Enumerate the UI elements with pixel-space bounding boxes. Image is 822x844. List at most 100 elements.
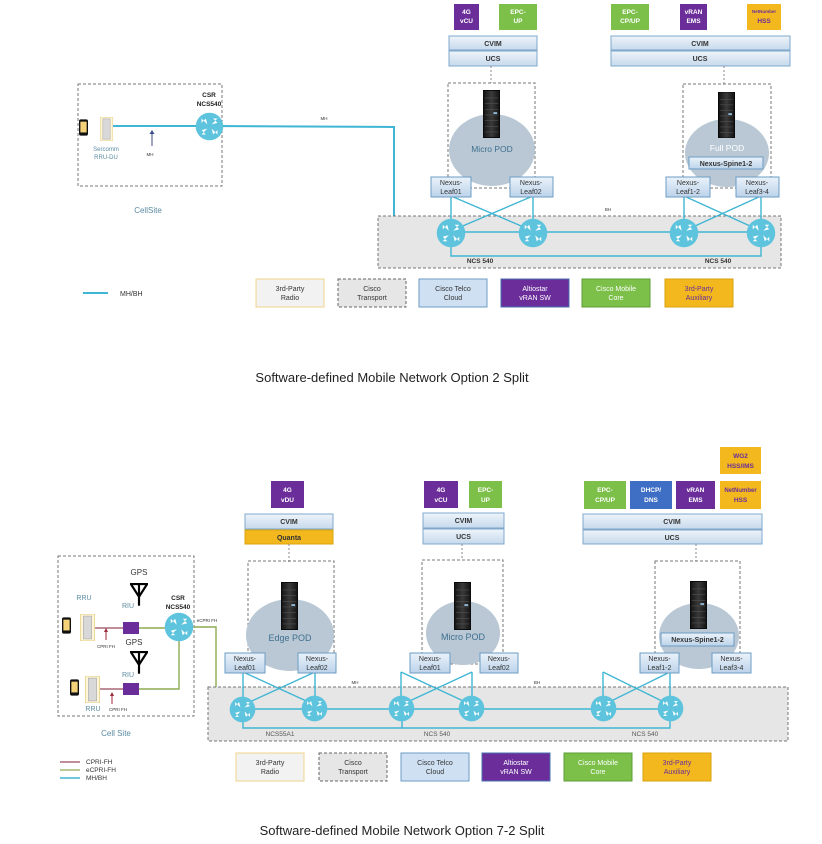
leaf-label: Leaf3-4	[745, 189, 769, 196]
leaf-box	[639, 652, 680, 674]
legend-box-label: Altiostar	[503, 760, 529, 767]
leaf-box	[297, 652, 337, 674]
legend-box-label: vRAN SW	[500, 769, 532, 776]
mh-arrowhead-icon	[149, 130, 155, 134]
full-pod-box	[682, 83, 772, 189]
legend-box-label: Radio	[261, 769, 279, 776]
cvim-layer	[582, 513, 763, 530]
leaf-label: Leaf1-2	[676, 189, 700, 196]
nexus-leaf	[665, 176, 711, 198]
nexus-leaf: Nexus- Leaf3-4	[711, 652, 752, 674]
app-label: vRAN	[687, 487, 705, 494]
ncs-label: NCS 540	[705, 258, 732, 265]
leaf-label: Leaf02	[488, 665, 510, 672]
gps-label: GPS	[131, 568, 148, 577]
leaf-label: Nexus-	[720, 656, 743, 663]
app-label: 4G	[437, 487, 446, 494]
diagram-option-2-split: CellSite Sercomm RRU-DU MH MH CSR NCS540…	[77, 4, 791, 385]
router-icon	[229, 696, 256, 723]
leaf-box	[711, 652, 752, 674]
ncs-label: NCS 540	[424, 731, 451, 738]
router-icon	[518, 218, 548, 248]
nexus-leaf: Nexus-Leaf1-2	[639, 652, 680, 674]
leaf-label: Nexus-	[677, 180, 700, 187]
ecpri-label: eCPRI FH	[197, 618, 218, 623]
leaf-box	[224, 652, 266, 674]
cell-site-box	[77, 83, 223, 187]
app-label: HSS	[757, 18, 771, 25]
cvim-label: CVIM	[455, 518, 473, 525]
legend-box-fill	[235, 752, 305, 782]
app-label: NetNumber	[724, 488, 757, 494]
rru-du-label-line2: RRU-DU	[94, 155, 118, 161]
leaf-label: Leaf01	[419, 665, 441, 672]
legend-box-purple: Altiostar vRAN SW	[481, 752, 551, 782]
riu-label: RIU	[122, 672, 134, 679]
leaf-label: Leaf01	[440, 189, 462, 196]
ucs-label: UCS	[486, 56, 501, 63]
legend-box-fill	[563, 752, 633, 782]
app-4g-vcu	[424, 481, 458, 508]
app-label: vDU	[281, 497, 294, 504]
diagram-title: Software-defined Mobile Network Option 7…	[260, 823, 545, 838]
riu-box	[123, 622, 139, 634]
rru-label: RRU	[85, 706, 100, 713]
legend-box-label: Cisco Telco	[417, 760, 453, 767]
nexus-spine	[660, 632, 735, 647]
legend-box-label: Core	[590, 769, 605, 776]
cvim-label: CVIM	[691, 41, 709, 48]
legend-box-label: Cloud	[426, 769, 444, 776]
leaf-label: Nexus-	[648, 656, 671, 663]
app-4g-vdu	[271, 481, 304, 508]
cpri-arrowhead-icon	[110, 692, 114, 696]
legend-box-label: Cloud	[444, 295, 462, 302]
router-icon	[458, 695, 485, 722]
leaf-label: Leaf02	[306, 665, 328, 672]
nexus-leafs: Nexus-Leaf01Nexus-Leaf02Nexus-Leaf01Nexu…	[224, 652, 752, 674]
csr-label-line1: CSR	[171, 595, 185, 602]
router-icon	[590, 695, 617, 722]
cell-site-label: Cell Site	[101, 729, 131, 738]
app-label: CP/UP	[620, 18, 641, 25]
spine-label: Nexus-Spine1-2	[700, 161, 753, 168]
legend-box-label: 3rd-Party	[276, 286, 305, 293]
full-pod-cloud	[685, 119, 769, 187]
micro-pod-box	[447, 82, 536, 189]
legend-box-fill	[581, 278, 651, 308]
app-label: vRAN	[685, 9, 703, 16]
cvim-layer	[422, 512, 505, 529]
nexus-leaf: Nexus-Leaf01	[224, 652, 266, 674]
cvim-layer	[244, 513, 334, 530]
nexus-leaf: Nexus-Leaf01	[409, 652, 451, 674]
router-icon	[657, 695, 684, 722]
nexus-leaf: Nexus-Leaf02	[479, 652, 519, 674]
legend-box-fill	[418, 278, 488, 308]
ncs-label: NCS 540	[467, 258, 494, 265]
micro-pod-label: Micro POD	[471, 144, 513, 154]
app-epc-up	[469, 481, 502, 508]
legend-box-label: Cisco Telco	[435, 286, 471, 293]
router-icon	[746, 218, 776, 248]
cpri-label: CPRI FH	[97, 644, 115, 649]
ncs-label: NCS 540	[632, 731, 659, 738]
ucs-layer	[610, 50, 791, 67]
app-epc-up	[499, 4, 537, 30]
ucs-layer	[422, 528, 505, 545]
mh-link-label: MH	[352, 680, 359, 685]
legend-box-label: vRAN SW	[519, 295, 551, 302]
cpri-label: CPRI FH	[109, 707, 127, 712]
server-rack-icon	[454, 581, 471, 631]
app-label: CP/UP	[595, 497, 616, 504]
rru-icon	[85, 676, 100, 703]
leaf-label: Leaf3-4	[720, 665, 744, 672]
app-label: UP	[481, 497, 491, 504]
cvim-layer	[448, 35, 538, 51]
leaf-label: Nexus-	[234, 656, 257, 663]
app-wg2-hss-ims	[720, 447, 761, 474]
